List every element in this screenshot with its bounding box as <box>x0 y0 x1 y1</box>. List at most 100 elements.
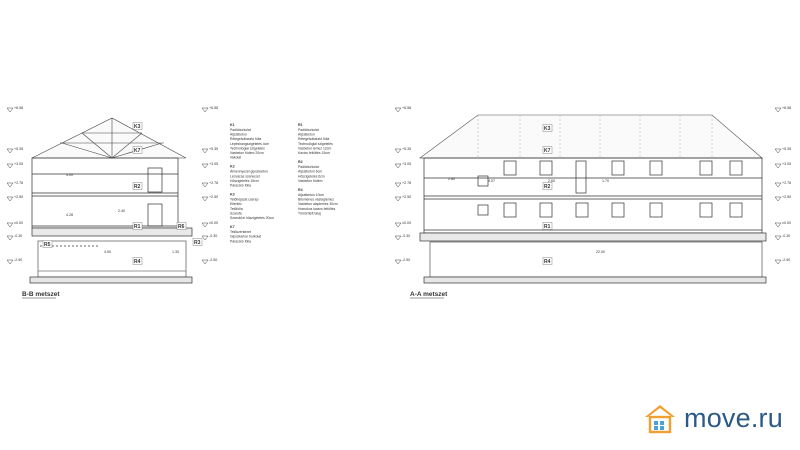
room-tag <box>542 146 553 154</box>
dimension-label: 1.70 <box>602 179 609 183</box>
level-label: +2.50 <box>209 195 218 199</box>
room-tag <box>132 182 143 190</box>
legend-line: Technológiai szigetelés <box>230 146 265 150</box>
dimension-label: 4.50 <box>104 250 111 254</box>
room-label: R4 <box>544 259 551 265</box>
legend-line: Szaruközi hőszigetelés 20cm <box>230 216 274 220</box>
legend-line: Hőszigetelés 15cm <box>230 179 259 183</box>
legend-line: Álmennyezet gipszkarton <box>230 170 268 174</box>
legend-block-title: K1 <box>230 123 235 127</box>
level-marker-icon <box>774 222 782 228</box>
level-marker-icon <box>774 163 782 169</box>
level-marker-icon <box>774 107 782 113</box>
legend-line: Tetőszerkezet <box>230 230 251 234</box>
level-marker-icon <box>201 182 209 188</box>
legend-line: Aljzatbeton <box>230 133 247 137</box>
level-label: +3.05 <box>402 162 411 166</box>
level-label: -0.30 <box>782 234 790 238</box>
legend-line: Lécvázas szerkezet <box>230 174 260 178</box>
level-label: +6.58 <box>209 106 218 110</box>
dimension-label: 4.28 <box>66 213 73 217</box>
level-marker-icon <box>201 107 209 113</box>
level-label: +2.50 <box>14 195 23 199</box>
level-label: ±0.00 <box>14 221 23 225</box>
section-aa <box>419 114 767 284</box>
room-label: K7 <box>544 148 551 154</box>
layer-legend: K1PadlóburkolatAljzatbetonRétegelválaszt… <box>230 123 338 243</box>
level-marker-icon <box>394 107 402 113</box>
level-label: +2.50 <box>782 195 791 199</box>
legend-line: Padlóburkolat <box>298 128 319 132</box>
legend-line: Rétegelválasztó fólia <box>298 137 329 141</box>
legend-line: Vakolat <box>230 156 241 160</box>
legend-line: Tömörített talaj <box>298 211 321 215</box>
legend-line: Gipszkarton burkolat <box>230 235 261 239</box>
bb-level-markers: +6.58+6.58+5.35+5.35+3.05+3.05+2.78+2.78… <box>6 106 218 265</box>
room-tag <box>132 222 143 230</box>
level-marker-icon <box>394 182 402 188</box>
legend-line: Vasbeton alaplemez 30cm <box>298 202 338 206</box>
legend-line: Szarufa <box>230 211 242 215</box>
legend-line: Hőszigetelés 6cm <box>298 174 325 178</box>
legend-line: Rétegelválasztó fólia <box>230 137 261 141</box>
room-label: R6 <box>178 224 185 230</box>
legend-line: Bitumenes vastaglemez <box>298 198 334 202</box>
room-label: K3 <box>134 124 141 130</box>
level-marker-icon <box>394 222 402 228</box>
room-label: R1 <box>134 224 141 230</box>
level-marker-icon <box>201 148 209 154</box>
level-label: +2.78 <box>209 181 218 185</box>
room-tag <box>542 182 553 190</box>
room-label: K7 <box>134 148 141 154</box>
bb-section-title: B-B metszet <box>22 291 60 298</box>
room-tag <box>176 222 187 230</box>
legend-block-title: R1 <box>298 123 303 127</box>
level-marker-icon <box>774 182 782 188</box>
level-label: +6.58 <box>14 106 23 110</box>
dimension-label: 1.30 <box>172 250 179 254</box>
legend-line: Padlóburkolat <box>298 165 319 169</box>
level-marker-icon <box>774 235 782 241</box>
room-tag <box>42 240 53 248</box>
legend-line: Párazáró fólia <box>230 184 251 188</box>
legend-line: Aljzatbeton 10cm <box>298 193 324 197</box>
level-label: -2.50 <box>782 258 790 262</box>
level-marker-icon <box>201 259 209 265</box>
level-marker-icon <box>6 222 14 228</box>
level-marker-icon <box>6 235 14 241</box>
aa-level-markers: +6.58+6.58+5.35+5.35+3.05+3.05+2.78+2.78… <box>394 106 791 265</box>
legend-line: Kavics feltöltés 15cm <box>298 151 330 155</box>
house-logo-icon <box>645 405 675 434</box>
level-label: +3.05 <box>209 162 218 166</box>
section-bb <box>29 117 193 284</box>
level-label: +5.35 <box>209 147 218 151</box>
level-marker-icon <box>201 163 209 169</box>
level-marker-icon <box>6 148 14 154</box>
level-label: +3.05 <box>14 162 23 166</box>
level-label: +5.35 <box>782 147 791 151</box>
level-marker-icon <box>201 196 209 202</box>
legend-block-title: K2 <box>230 165 235 169</box>
level-label: ±0.00 <box>209 221 218 225</box>
level-marker-icon <box>394 196 402 202</box>
dimension-label: 2.80 <box>448 177 455 181</box>
legend-line: Technológiai szigetelés <box>298 142 333 146</box>
room-tag <box>132 257 143 265</box>
dimension-label: 4.00 <box>66 173 73 177</box>
dimension-label: 4.07 <box>488 179 495 183</box>
room-tag <box>192 238 203 246</box>
watermark-text: move.ru <box>684 402 783 433</box>
room-label: R1 <box>544 224 551 230</box>
legend-block-title: K7 <box>230 225 235 229</box>
room-tag <box>542 257 553 265</box>
room-tag <box>542 124 553 132</box>
level-label: +2.78 <box>782 181 791 185</box>
legend-line: Aljzatbeton 6cm <box>298 170 322 174</box>
level-marker-icon <box>394 148 402 154</box>
room-label: R2 <box>544 184 551 190</box>
room-label: R2 <box>134 184 141 190</box>
legend-line: Tetőhéjazat cserép <box>230 198 259 202</box>
